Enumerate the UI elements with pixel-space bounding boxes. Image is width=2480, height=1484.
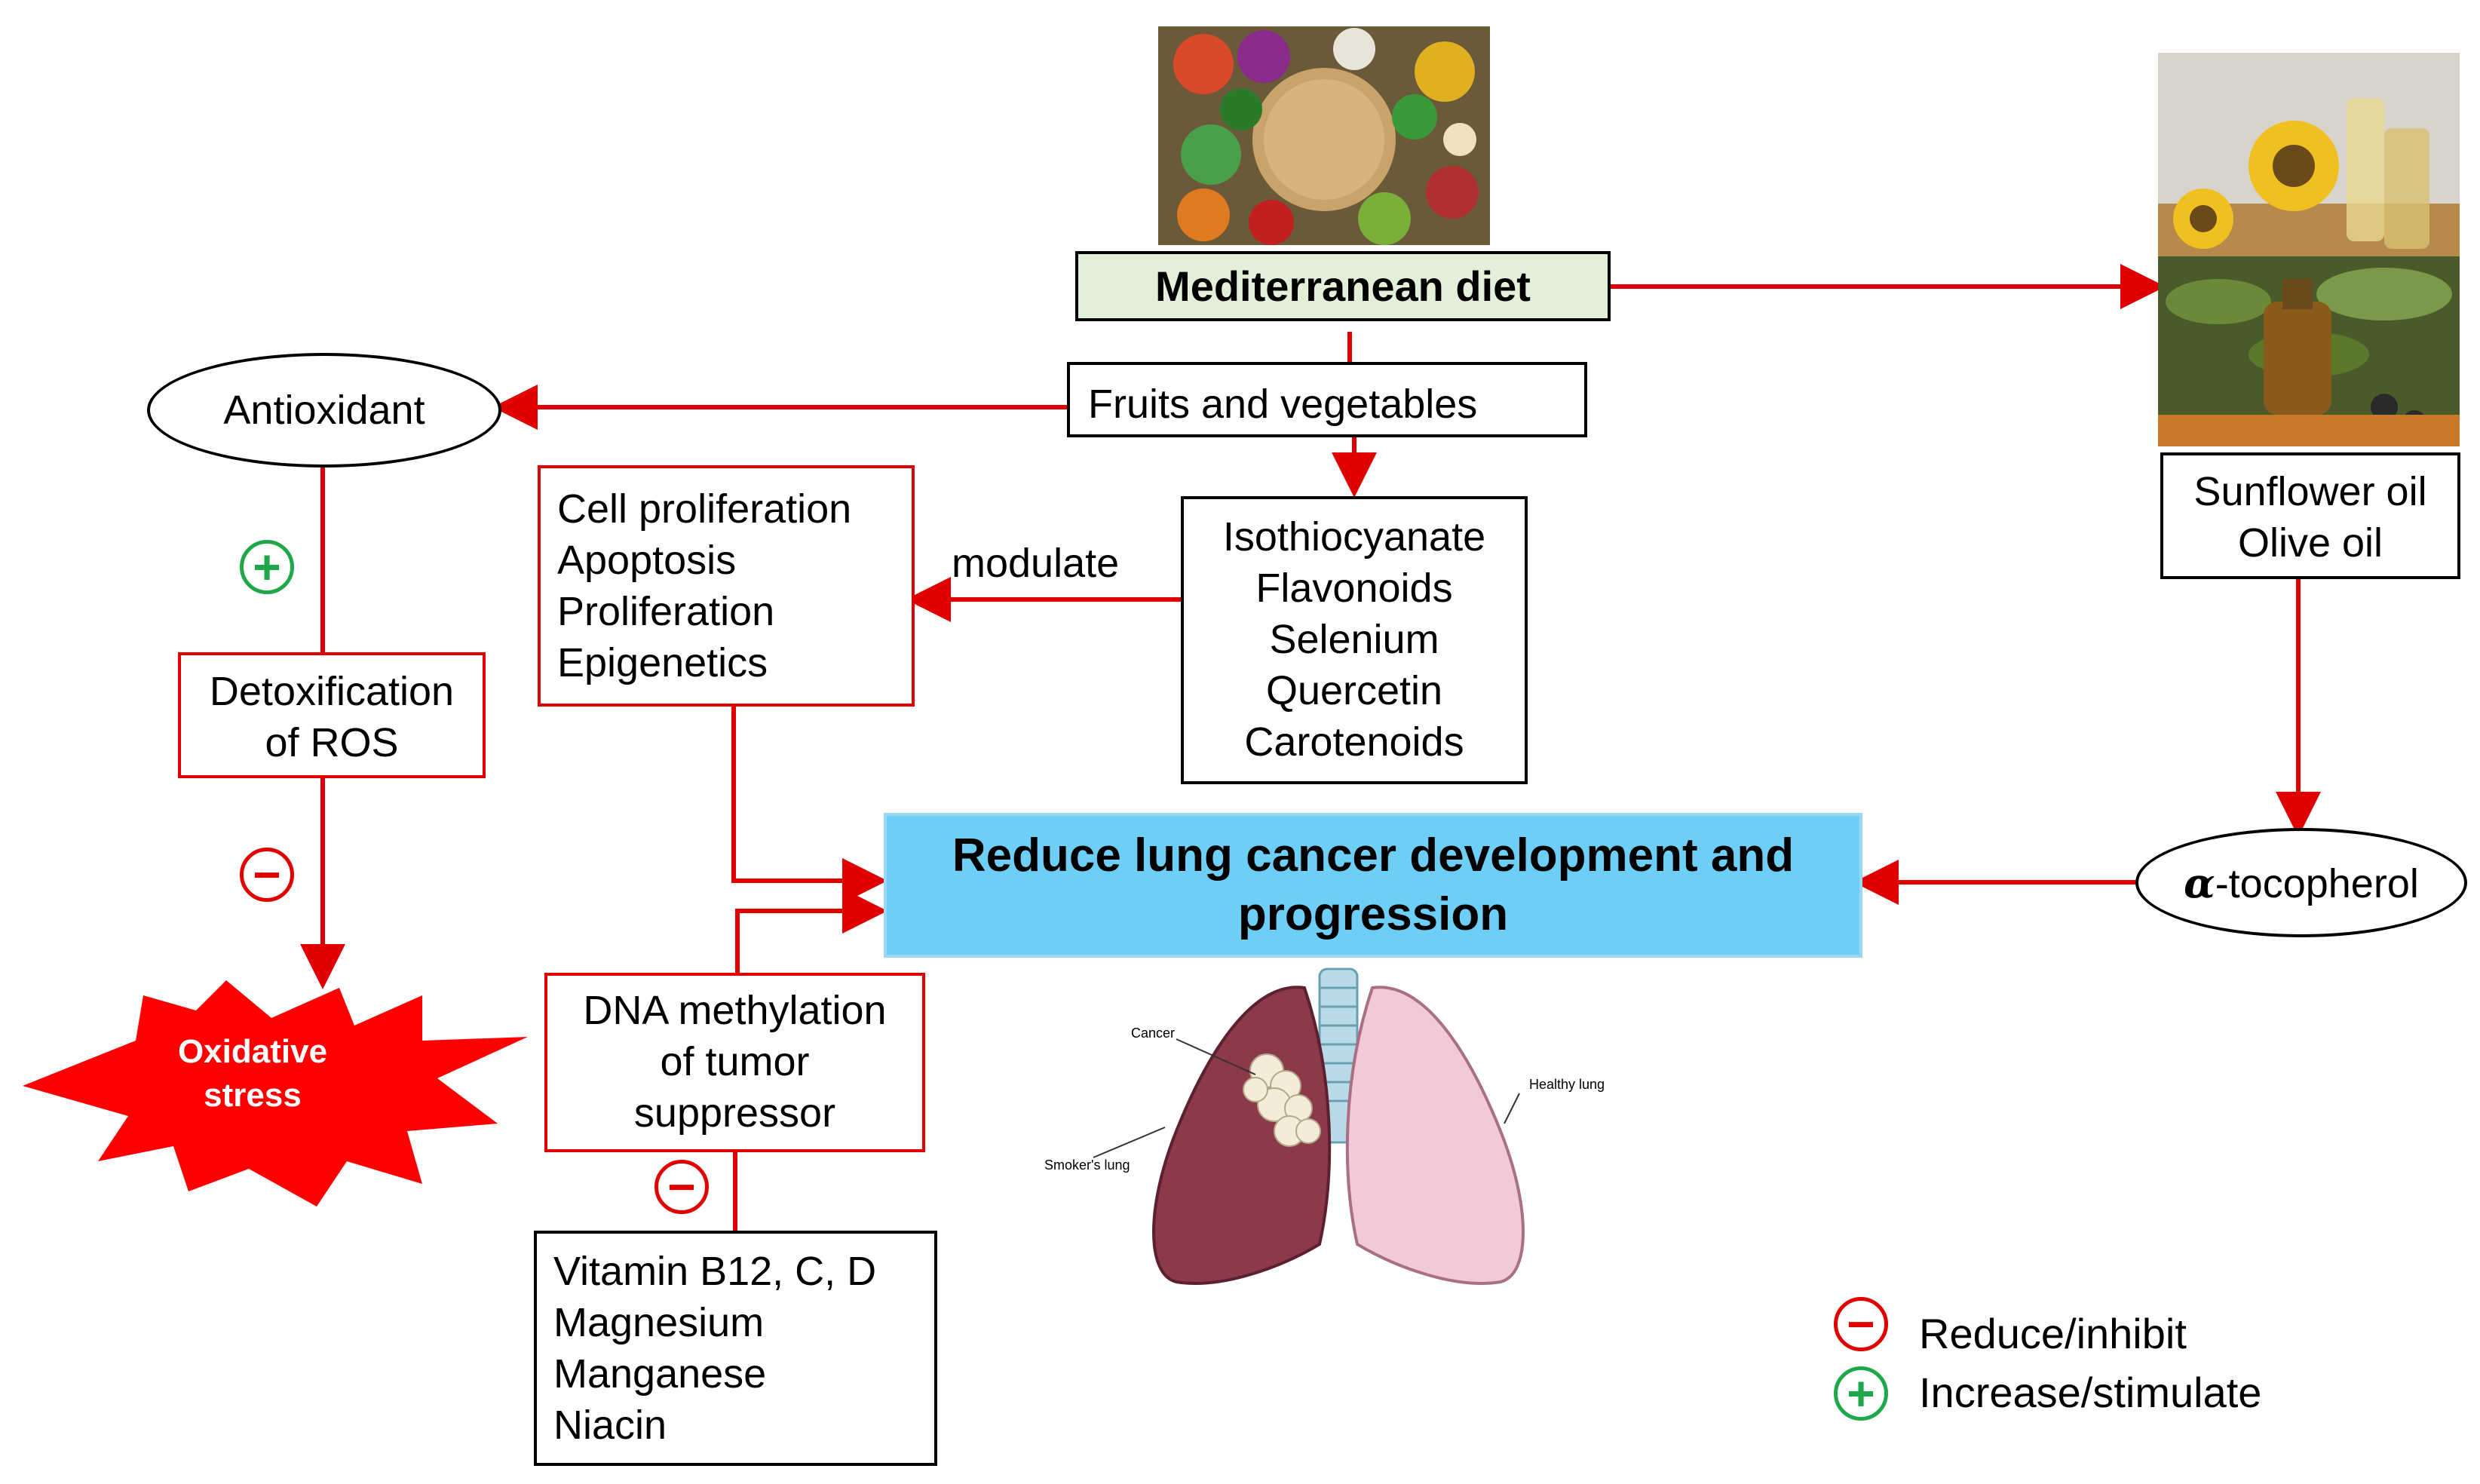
- plus-sign-antioxidant: +: [240, 540, 294, 594]
- vegetables-photo: [1158, 26, 1490, 245]
- minus-sign-vitamins: −: [654, 1160, 709, 1214]
- legend-minus-icon: −: [1834, 1297, 1888, 1351]
- healthy-lung: [1345, 986, 1525, 1285]
- oxidative-line-2: stress: [204, 1077, 302, 1114]
- compound-2: Flavonoids: [1255, 566, 1453, 611]
- outcome-line-2: progression: [1237, 888, 1509, 940]
- minus-sign-detox: −: [240, 848, 294, 902]
- compound-5: Carotenoids: [1244, 719, 1464, 765]
- outcome-box: Reduce lung cancer development and progr…: [884, 813, 1862, 958]
- cell-process-3: Proliferation: [557, 589, 775, 634]
- vitamin-1: Vitamin B12, C, D: [553, 1249, 877, 1294]
- oxidative-line-1: Oxidative: [177, 1033, 328, 1070]
- vitamin-3: Manganese: [553, 1351, 767, 1397]
- mediterranean-diet-label: Mediterranean diet: [1155, 262, 1531, 310]
- legend-plus-icon: +: [1834, 1366, 1888, 1421]
- antioxidant-label: Antioxidant: [223, 388, 425, 433]
- detox-ros-box: Detoxification of ROS: [178, 652, 486, 778]
- tocopherol-text: -tocopherol: [2215, 860, 2419, 906]
- fruits-vegetables-box: Fruits and vegetables: [1067, 362, 1587, 437]
- compound-1: Isothiocyanate: [1222, 514, 1486, 560]
- fruits-vegetables-label: Fruits and vegetables: [1088, 382, 1478, 427]
- tocopherol-ellipse: α-tocopherol: [2135, 828, 2467, 937]
- dna-line-3: suppressor: [633, 1090, 836, 1136]
- oils-photo: [2158, 53, 2460, 446]
- oil-2: Olive oil: [2237, 520, 2383, 566]
- vitamins-box: Vitamin B12, C, D Magnesium Manganese Ni…: [534, 1231, 937, 1466]
- cancer-label: Cancer: [1131, 1026, 1176, 1041]
- detox-line-2: of ROS: [265, 720, 399, 765]
- antioxidant-ellipse: Antioxidant: [147, 353, 501, 468]
- cell-processes-box: Cell proliferation Apoptosis Proliferati…: [538, 465, 915, 707]
- dna-line-2: of tumor: [660, 1039, 810, 1084]
- oxidative-stress-label: Oxidative stress: [136, 1030, 369, 1118]
- dna-methylation-box: DNA methylation of tumor suppressor: [544, 973, 925, 1152]
- compounds-box: Isothiocyanate Flavonoids Selenium Querc…: [1181, 496, 1528, 784]
- lungs-illustration: [1093, 967, 1525, 1285]
- oxidative-stress-starburst: [23, 980, 528, 1207]
- legend-increase-label: Increase/stimulate: [1919, 1369, 2262, 1416]
- smokers-lung-label: Smoker's lung: [1044, 1157, 1130, 1173]
- compound-4: Quercetin: [1265, 668, 1443, 713]
- compound-3: Selenium: [1269, 617, 1439, 662]
- cell-process-4: Epigenetics: [557, 640, 768, 685]
- dna-line-1: DNA methylation: [583, 988, 887, 1033]
- legend-reduce-label: Reduce/inhibit: [1919, 1310, 2187, 1357]
- alpha-symbol: α: [2184, 858, 2215, 907]
- healthy-lung-label: Healthy lung: [1529, 1077, 1605, 1092]
- mediterranean-diet-box: Mediterranean diet: [1075, 251, 1611, 321]
- oil-1: Sunflower oil: [2193, 469, 2427, 514]
- cell-process-1: Cell proliferation: [557, 486, 852, 532]
- modulate-label: modulate: [952, 541, 1120, 586]
- tumor: [1243, 1053, 1321, 1147]
- tocopherol-label: α-tocopherol: [2184, 859, 2419, 907]
- outcome-line-1: Reduce lung cancer development and: [952, 829, 1795, 882]
- arrow-dna-to-outcome: [735, 888, 887, 973]
- cell-process-2: Apoptosis: [557, 538, 737, 583]
- vitamin-4: Niacin: [553, 1403, 667, 1448]
- vitamin-2: Magnesium: [553, 1300, 765, 1345]
- oils-box: Sunflower oil Olive oil: [2160, 452, 2460, 579]
- detox-line-1: Detoxification: [209, 669, 455, 714]
- arrow-cell-to-outcome: [731, 707, 887, 903]
